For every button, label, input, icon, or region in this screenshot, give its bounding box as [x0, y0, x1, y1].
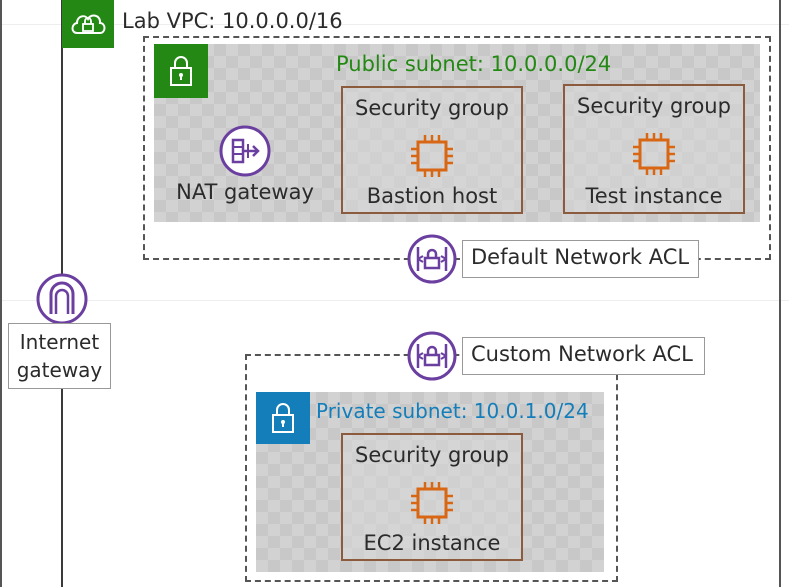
internet-gateway-label-line2: gateway [16, 358, 103, 382]
security-group-title: Security group [355, 96, 509, 120]
private-subnet-label: Private subnet: 10.0.1.0/24 [316, 399, 589, 423]
public-subnet-acl-boundary [143, 36, 771, 260]
background-line [0, 300, 789, 301]
ec2-chip-icon [411, 135, 453, 177]
left-edge-line [0, 0, 2, 587]
security-group-bastion: Security group Bastion host [341, 86, 523, 214]
instance-label: Test instance [585, 184, 723, 208]
default-network-acl-label: Default Network ACL [462, 240, 699, 278]
lock-icon [272, 403, 294, 433]
network-acl-icon [407, 331, 457, 381]
internet-gateway-label-line1: Internet [19, 330, 100, 354]
security-group-title: Security group [577, 94, 731, 118]
private-subnet-badge [256, 392, 310, 444]
security-group-ec2: Security group EC2 instance [341, 433, 523, 561]
instance-label: Bastion host [366, 184, 498, 208]
right-edge-line [779, 0, 781, 587]
background-line [0, 24, 789, 25]
public-subnet-badge [154, 44, 208, 98]
instance-label: EC2 instance [363, 531, 501, 555]
vpc-badge [62, 0, 114, 48]
network-acl-icon [407, 234, 457, 284]
internet-gateway-label-box: Internet gateway [8, 323, 111, 389]
custom-network-acl-label: Custom Network ACL [462, 337, 705, 375]
lock-icon [170, 56, 192, 86]
vpc-cloud-lock-icon [71, 14, 106, 34]
security-group-test: Security group Test instance [563, 84, 745, 214]
ec2-chip-icon [633, 133, 675, 175]
nat-gateway-icon [219, 125, 271, 177]
internet-gateway-icon [36, 273, 88, 325]
security-group-title: Security group [355, 443, 509, 467]
vpc-label: Lab VPC: 10.0.0.0/16 [122, 9, 343, 33]
public-subnet-label: Public subnet: 10.0.0.0/24 [336, 52, 612, 76]
nat-gateway-label: NAT gateway [176, 180, 314, 204]
ec2-chip-icon [411, 482, 453, 524]
